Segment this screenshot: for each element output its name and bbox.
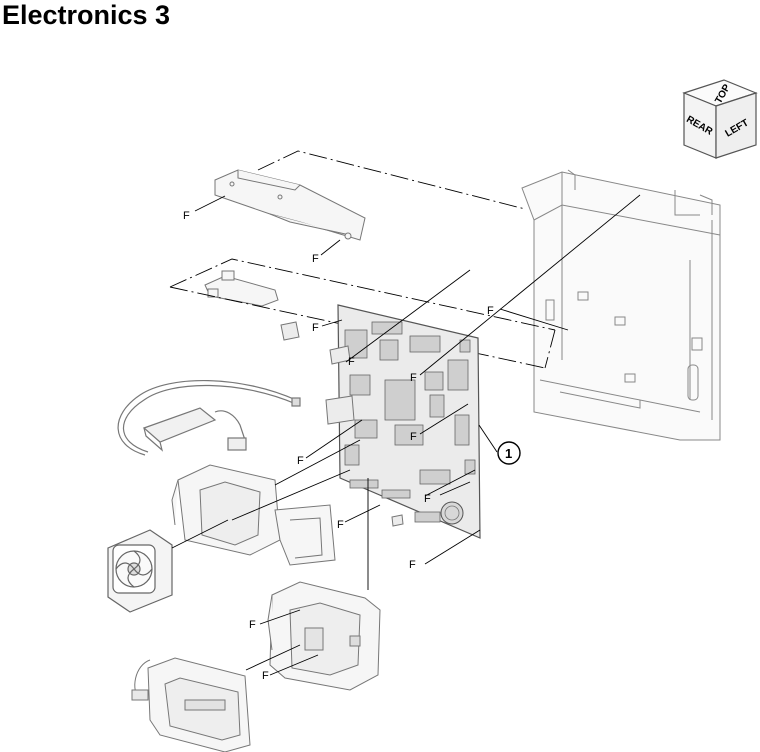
fastener-labels: F F F F F F F F F F F F F bbox=[183, 210, 494, 682]
fastener-label: F bbox=[409, 559, 416, 571]
callout-1: 1 bbox=[497, 441, 521, 465]
fastener-label: F bbox=[249, 619, 256, 631]
fastener-label: F bbox=[410, 372, 417, 384]
orientation-cube: TOP REAR LEFT bbox=[682, 79, 758, 159]
fastener-label: F bbox=[424, 493, 431, 505]
page-title: Electronics 3 bbox=[2, 0, 171, 30]
callout-number: 1 bbox=[505, 446, 512, 461]
fastener-label: F bbox=[348, 356, 355, 368]
cooling-fan bbox=[107, 529, 173, 613]
bottom-bracket bbox=[131, 657, 251, 752]
fastener-label: F bbox=[262, 670, 269, 682]
fastener-label: F bbox=[487, 305, 494, 317]
fastener-label: F bbox=[312, 253, 319, 265]
top-bracket bbox=[214, 169, 366, 241]
leader-lines bbox=[171, 194, 641, 676]
cable-ferrite bbox=[117, 379, 301, 456]
fan-duct bbox=[171, 464, 336, 566]
loose-parts bbox=[280, 321, 404, 527]
fastener-label: F bbox=[410, 431, 417, 443]
fastener-label: F bbox=[312, 322, 319, 334]
lower-housing bbox=[267, 581, 381, 691]
fastener-label: F bbox=[183, 210, 190, 222]
fastener-label: F bbox=[337, 519, 344, 531]
upper-small-bracket bbox=[204, 270, 279, 307]
chassis-frame bbox=[521, 169, 721, 441]
fastener-label: F bbox=[297, 455, 304, 467]
main-board bbox=[337, 304, 481, 539]
